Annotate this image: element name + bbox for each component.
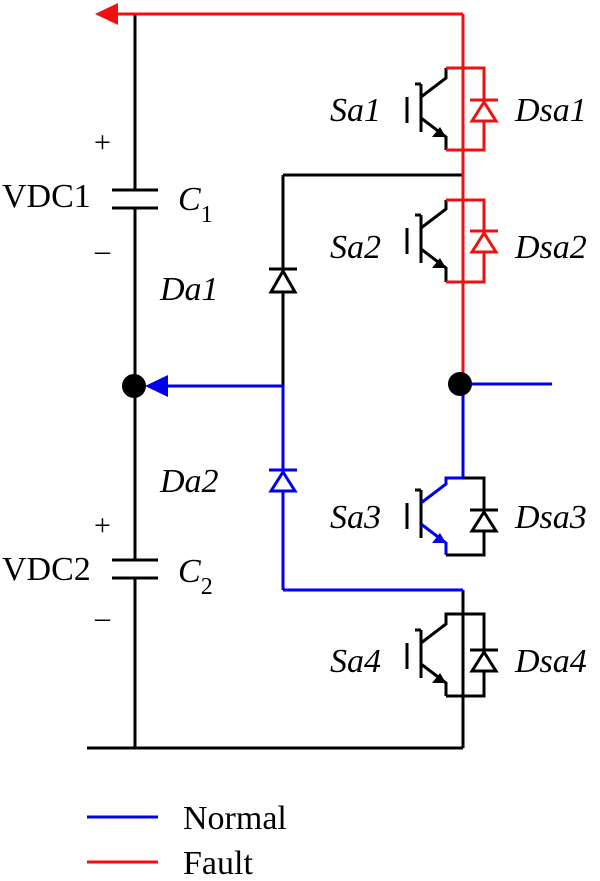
minus-sign-c1: – — [94, 234, 111, 267]
c2-subscript: 2 — [201, 574, 213, 600]
diode-dsa2-symbol — [469, 229, 499, 254]
diode-da2-symbol — [268, 468, 298, 493]
fault-current-path — [110, 12, 465, 384]
sa1-label: Sa1 — [330, 92, 381, 129]
plus-sign-c2: + — [94, 509, 111, 542]
normal-arrow-head — [145, 375, 168, 397]
vdc2-label: VDC2 — [2, 551, 91, 588]
igbt-sa3-symbol — [405, 476, 486, 557]
legend-fault-label: Fault — [183, 845, 253, 881]
dsa2-label: Dsa2 — [514, 229, 587, 266]
c2-label: C2 — [178, 553, 213, 600]
c1-name: C — [178, 181, 201, 218]
da2-label: Da2 — [159, 463, 219, 500]
capacitor-c1 — [112, 188, 158, 210]
output-node — [448, 372, 472, 396]
dsa4-label: Dsa4 — [514, 643, 587, 680]
dsa1-label: Dsa1 — [514, 92, 587, 129]
normal-current-path — [160, 382, 552, 592]
c1-label: C1 — [178, 181, 213, 228]
capacitor-c2 — [112, 558, 158, 580]
capacitor-c1-labels: + VDC1 – C1 — [2, 126, 213, 267]
neutral-point-node — [122, 374, 146, 398]
sa4-label: Sa4 — [330, 643, 381, 680]
vdc1-label: VDC1 — [2, 178, 91, 215]
sa3-label: Sa3 — [330, 499, 381, 536]
diode-da1-symbol — [268, 267, 298, 294]
igbt-sa2-symbol — [405, 198, 486, 284]
diode-dsa4-symbol — [469, 648, 499, 673]
c1-subscript: 1 — [201, 202, 213, 228]
c2-name: C — [178, 553, 201, 590]
sa2-label: Sa2 — [330, 229, 381, 266]
legend: Normal Fault — [87, 800, 287, 881]
igbt-sa4-symbol — [405, 612, 486, 698]
dsa3-label: Dsa3 — [514, 499, 587, 536]
minus-sign-c2: – — [94, 601, 111, 634]
igbt-sa1-symbol — [405, 66, 486, 152]
da1-label: Da1 — [159, 271, 219, 308]
diode-dsa1-symbol — [469, 98, 499, 123]
diode-dsa3-symbol — [469, 508, 499, 533]
fault-arrow-head — [95, 3, 118, 25]
plus-sign-c1: + — [94, 126, 111, 159]
capacitor-c2-labels: + VDC2 – C2 — [2, 509, 213, 634]
legend-normal-label: Normal — [183, 800, 287, 837]
